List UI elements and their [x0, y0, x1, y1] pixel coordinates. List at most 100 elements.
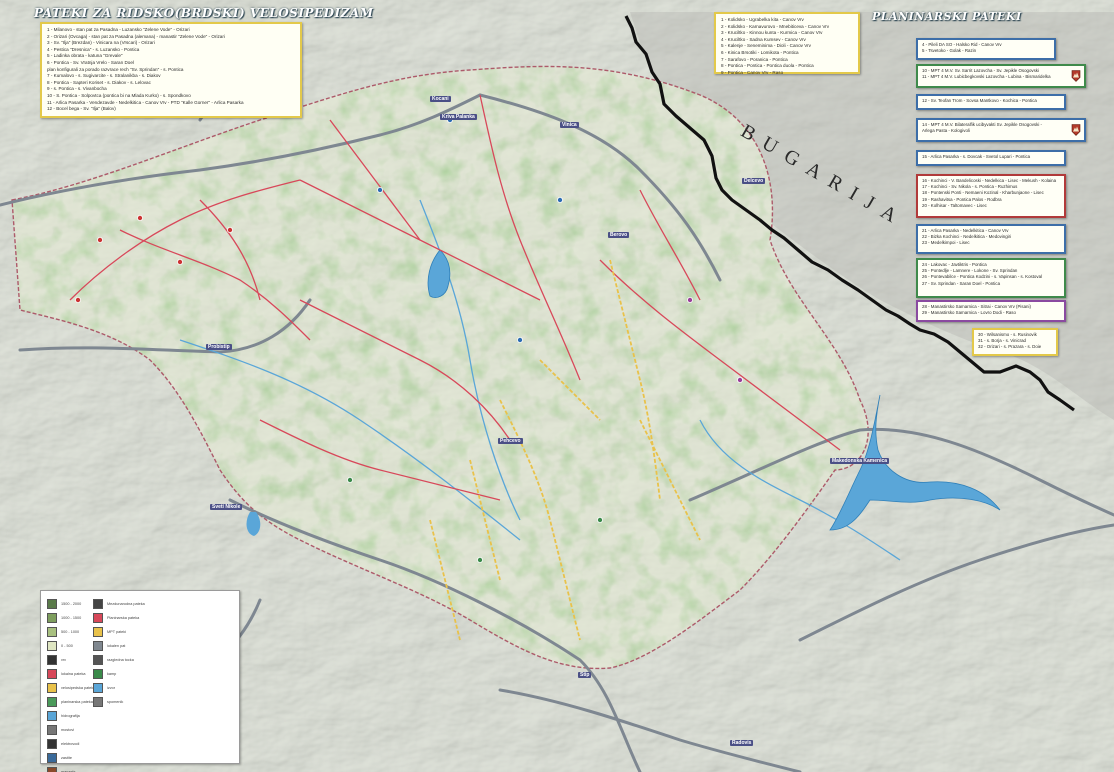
trail-line: 24 - Lakovac - Javtiktris - Pontica	[922, 262, 987, 267]
trail-line: 12 - Sv. Teofan Trom - Sovsa Mantkovo - …	[922, 98, 1037, 103]
mountain-club-emblem-icon	[1071, 124, 1081, 136]
trail-box: 14 - MPT 4 M.V. Bilateralfik ucibyvakti …	[916, 118, 1086, 142]
legend-label: manastir	[61, 770, 76, 772]
legend-item: zastite	[47, 751, 95, 765]
rivers	[179, 199, 901, 561]
trail-line: 31 - s. Borja - s. Vinicrad	[978, 338, 1026, 344]
hiking-routes-panel: 1 - Kolidsko - Ugrabelka kita - Canov Vr…	[714, 12, 860, 76]
bike-routes	[69, 94, 841, 501]
legend-symbol-icon	[93, 641, 103, 651]
legend-symbol-icon	[93, 697, 103, 707]
route-line: 5 - Kalenje - Seneminima - Dioli - Canov…	[721, 43, 811, 49]
legend-item: elektrovodi	[47, 737, 95, 751]
town-label: Kocani	[430, 96, 451, 102]
route-line: 6 - Kinica Brsotiki - Lomikota - Pontica	[721, 49, 799, 55]
route-line: plan konfigurali za porado razvrace rech…	[47, 66, 184, 72]
legend-item: kamp	[93, 667, 145, 681]
route-line: 8 - Pontica - Sapteri Koriset - s. Diako…	[47, 79, 151, 85]
legend-label: spomenik	[107, 700, 124, 704]
trail-line: 30 - Wilsanismo - s. Rusinovik	[978, 332, 1037, 337]
trail-box: 10 - MPT 4 M.V. Sv. Sarrit Lazovcha - Sv…	[916, 64, 1086, 88]
bike-paths-title: PATEKI ZA RIDSKO(BRDSKI) VELOSIPEDIZAM	[34, 6, 374, 20]
legend-symbol-icon	[47, 739, 57, 749]
legend-symbol-icon	[47, 669, 57, 679]
route-line: 8 - Pontica - Pontica - Pontica duola - …	[721, 63, 814, 69]
legend-label: lokalen pat	[107, 644, 126, 648]
trail-line: 16 - Kochinci - V. Bandelicoski - Nedelk…	[922, 178, 1057, 183]
bike-routes-panel: 1 - Milanovo - stan pat za Pasadna - Luz…	[40, 22, 302, 118]
legend-symbol-icon	[93, 613, 103, 623]
legend-label: 1000 - 1500	[61, 616, 82, 620]
route-line: 3 - Sv. "Ilja" (Brezdan) - Vinicara na (…	[47, 40, 155, 46]
legend-symbol-icon	[47, 599, 57, 609]
legend-item: hidrografija	[47, 709, 95, 723]
legend-item: spomenik	[93, 695, 145, 709]
hiking-routes	[429, 259, 701, 641]
legend-label: lokalna pateka	[61, 672, 86, 676]
legend-symbol-icon	[47, 753, 57, 763]
town-label: Stip	[578, 672, 592, 678]
hiking-paths-title: PLANINARSKI PATEKI	[872, 10, 1022, 23]
legend-label: Planinarska pateka	[107, 616, 140, 620]
hiking-routes-list: 1 - Kolidsko - Ugrabelka kita - Canov Vr…	[721, 17, 853, 76]
legend-symbol-icon	[47, 613, 57, 623]
legend-item: 1500 - 2000	[47, 597, 95, 611]
trail-line: 22 - Bizka Kochinci - Nedelkitica - Medo…	[922, 234, 1012, 240]
trail-box: 12 - Sv. Teofan Trom - Sovsa Mantkovo - …	[916, 94, 1066, 110]
legend-label: izvor	[107, 686, 116, 690]
route-line: 9 - Pontica - Canov Vrv - Raso	[721, 69, 784, 75]
trail-line: 19 - Rashavitsa - Pontica Palos - Rodbra	[922, 196, 1002, 202]
legend-symbol-icon	[47, 655, 57, 665]
trail-box: 4 - Pileli DA SO - Halsko Rid - Canov Vr…	[916, 38, 1056, 60]
route-line: 2 - Orizari (Ovcaga) - stan pat za Pasad…	[47, 33, 225, 39]
trail-line: 14 - MPT 4 M.V. Bilateralfik ucibyvakti …	[922, 122, 1042, 127]
trail-line: 11 - MPT 4 M.V. Lubicbegkovski Lazovcha …	[922, 74, 1051, 80]
trail-line: 32 - Orizari - s. Prazara - s. Doie	[978, 344, 1042, 350]
poi-markers	[75, 117, 744, 564]
legend-label: Mezdunarodna pateka	[107, 602, 145, 606]
legend-label: 1500 - 2000	[61, 602, 82, 606]
legend-item: vrv	[47, 653, 95, 667]
legend-label: 0 - 500	[61, 644, 73, 648]
legend-symbol-icon	[47, 683, 57, 693]
legend-item: 500 - 1000	[47, 625, 95, 639]
route-line: 1 - Kolidsko - Ugrabelka kita - Canov Vr…	[721, 17, 804, 22]
trail-line: 29 - Manastirsko Samarnica - Lovro Dodi …	[922, 310, 1016, 316]
legend-symbol-icon	[47, 767, 57, 772]
route-line: 2 - Kolidsko - Karnavurovo - Mnebiticeva…	[721, 23, 830, 29]
legend-item: izvor	[93, 681, 145, 695]
lake-gratche	[427, 249, 451, 298]
trail-line: 21 - Arlica Pasarka - Nedelkitica - Cano…	[922, 228, 1009, 233]
mountain-club-emblem-icon	[1071, 70, 1081, 82]
trail-line: 17 - Kochinci - Sv. Nikola - s. Pontica …	[922, 184, 1018, 190]
town-label: Kriva Palanka	[440, 114, 477, 120]
legend-symbol-icon	[47, 627, 57, 637]
town-label: Sveti Nikole	[210, 504, 243, 510]
legend-label: zastite	[61, 756, 72, 760]
trail-box: 21 - Arlica Pasarka - Nedelkitica - Cano…	[916, 224, 1066, 254]
legend-symbol-icon	[47, 711, 57, 721]
legend-item: Planinarska pateka	[93, 611, 145, 625]
trail-line: 5 - Tsvetoko - Golak - Razin	[922, 48, 977, 54]
legend-symbol-icon	[93, 627, 103, 637]
route-line: 4 - Kruciltko - Sadna Kumsev - Canov Vrv	[721, 36, 806, 42]
trail-line: 23 - Medelkimpoi - Lisec	[922, 240, 970, 246]
route-line: 7 - Sarafovo - Poranica - Pontica	[721, 56, 788, 62]
legend-label: hidrografija	[61, 714, 80, 718]
route-line: 6 - Pontica - Sv. Vratnja Vrelo - Saran …	[47, 59, 134, 65]
trail-box: 15 - Arlica Pasarka - s. Dovcak - Svetol…	[916, 150, 1066, 166]
legend-item: lokalna pateka	[47, 667, 95, 681]
town-label: Delcevo	[742, 178, 766, 184]
legend-item: lokalen pat	[93, 639, 145, 653]
legend-item: velosipedska pateka	[47, 681, 95, 695]
trail-line: 28 - Manastirsko Samarnica - Sitrai - Ca…	[922, 304, 1031, 309]
route-line: 10 - S. Pontica - Solpovtca (pontica bi …	[47, 92, 191, 98]
town-label: Probistip	[206, 344, 232, 350]
region-outline	[11, 65, 869, 670]
legend-item: Mezdunarodna pateka	[93, 597, 145, 611]
legend-symbol-icon	[47, 725, 57, 735]
trail-box: 16 - Kochinci - V. Bandelicoski - Nedelk…	[916, 174, 1066, 218]
